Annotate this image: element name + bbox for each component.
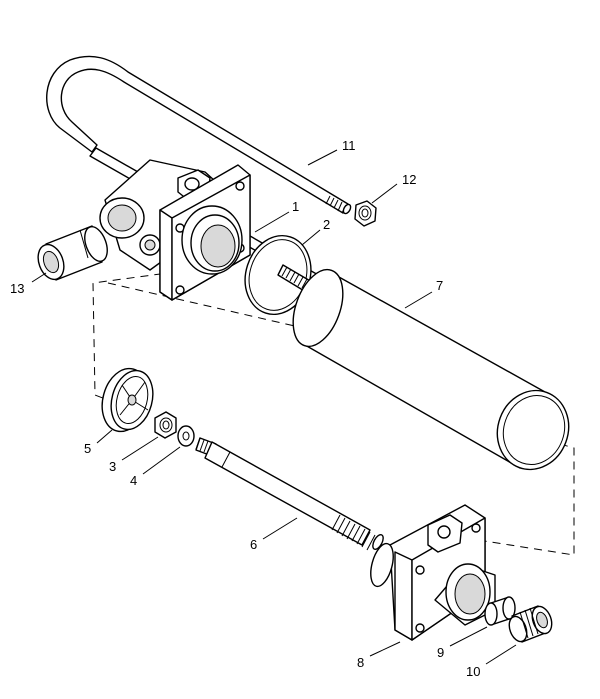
part-4-washer (177, 425, 195, 447)
callout-6: 6 (250, 537, 257, 552)
part-8-lower-end-cap (370, 504, 496, 641)
leader-lines (31, 149, 517, 665)
callout-4: 4 (130, 473, 137, 488)
part-12-nut (354, 200, 377, 227)
callout-7: 7 (436, 278, 443, 293)
callout-2: 2 (323, 217, 330, 232)
callout-3: 3 (109, 459, 116, 474)
callout-10: 10 (466, 664, 480, 679)
callout-11: 11 (342, 138, 356, 153)
part-1-upper-end-cap (99, 159, 251, 301)
alignment-dashed-lines (92, 269, 575, 556)
callout-9: 9 (437, 645, 444, 660)
callout-1: 1 (292, 199, 299, 214)
callout-5: 5 (84, 441, 91, 456)
part-13-fitting (37, 225, 108, 281)
part-3-nut (154, 411, 177, 439)
part-10-gland (508, 605, 553, 643)
part-9-bushing (484, 596, 516, 626)
part-7-cylinder-barrel (292, 268, 570, 471)
callout-labels: 11 12 1 2 7 13 5 3 4 6 8 9 10 (10, 138, 480, 679)
callout-8: 8 (357, 655, 364, 670)
part-5-piston (101, 367, 154, 433)
callout-12: 12 (402, 172, 416, 187)
callout-13: 13 (10, 281, 24, 296)
part-6-piston-rod (195, 437, 384, 551)
